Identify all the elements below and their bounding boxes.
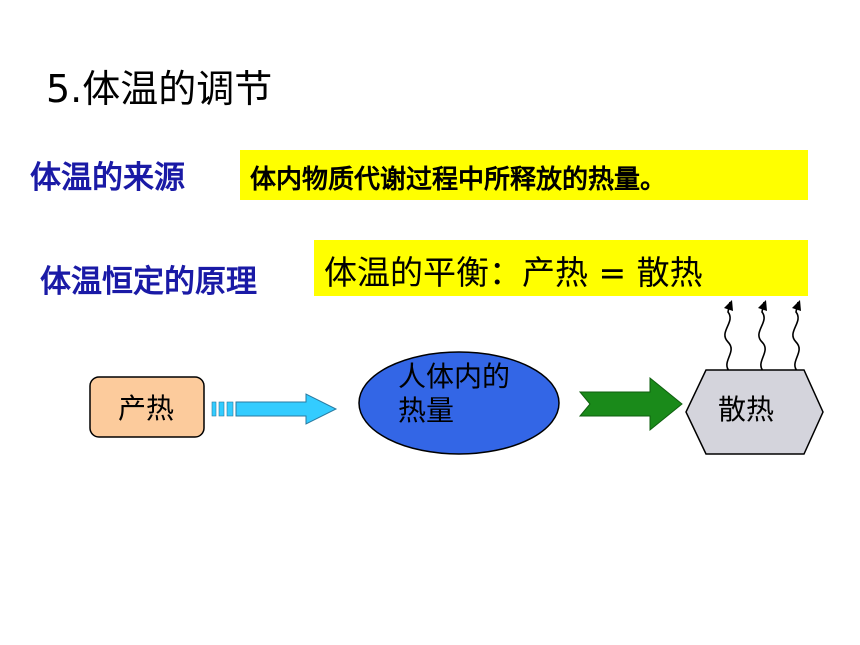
body-heat-ellipse: [358, 351, 560, 455]
heat-production-label: 产热: [118, 392, 175, 425]
body-heat-label-line1: 人体内的: [398, 360, 511, 393]
heat-dissipation-hexagon: [685, 369, 824, 455]
slide-title: 5.体温的调节: [46, 67, 273, 111]
constancy-principle-label: 体温恒定的原理: [40, 264, 257, 300]
heat-wave-arrowheads: [724, 300, 801, 311]
heat-wave-left: [724, 301, 732, 373]
green-arrow-icon: [578, 376, 683, 432]
body-heat-label-line2: 热量: [398, 394, 455, 427]
heat-production-box: [89, 376, 205, 438]
heat-source-text: 体内物质代谢过程中所释放的热量。: [250, 165, 667, 195]
heat-source-label: 体温的来源: [30, 160, 185, 196]
heat-wave-arrowhead-left: [724, 300, 733, 311]
heat-dissipation-label: 散热: [718, 393, 775, 426]
heat-source-highlight: 体内物质代谢过程中所释放的热量。: [240, 150, 808, 200]
constancy-principle-text: 体温的平衡：产热 = 散热: [324, 253, 703, 292]
cyan-arrow-icon: [211, 393, 338, 425]
heat-wave-right: [792, 301, 800, 373]
heat-wave-arrowhead-right: [792, 300, 801, 311]
body-heat-label: 人体内的 热量: [398, 360, 510, 428]
heat-waves-icon: [724, 301, 800, 373]
constancy-principle-highlight: 体温的平衡：产热 = 散热: [314, 240, 808, 296]
heat-wave-arrowhead-middle: [758, 300, 767, 311]
heat-wave-middle: [758, 301, 766, 373]
